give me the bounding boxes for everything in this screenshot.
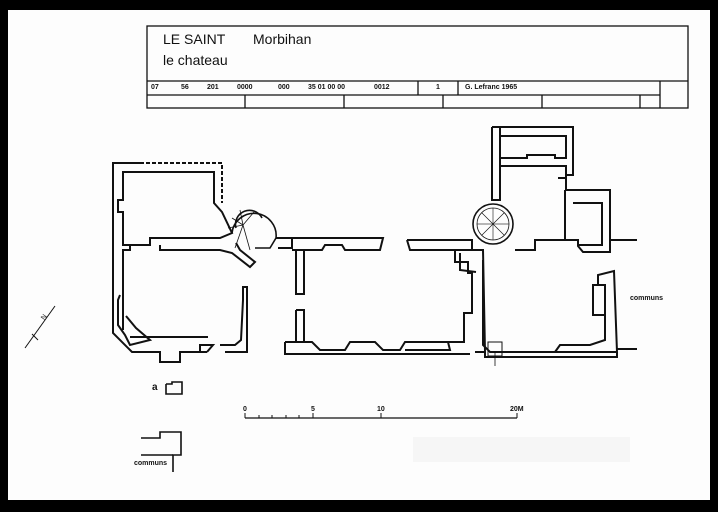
code-field: 201 [207, 84, 219, 91]
west-spiral-stair [227, 209, 277, 251]
north-arrow [24, 305, 56, 349]
scale-tick-label: 5 [311, 406, 315, 413]
annex-letter: a [152, 382, 158, 393]
author-date: G. Lefranc 1965 [465, 84, 518, 91]
code-field: 000 [278, 84, 290, 91]
east-spiral-stair [472, 203, 514, 245]
sheet-number: 1 [436, 84, 440, 91]
scale-bar [244, 413, 518, 419]
faded-stamp [413, 437, 630, 462]
code-field: 0000 [237, 84, 253, 91]
communs-label-right: communs [630, 295, 664, 302]
code-field: 56 [181, 84, 189, 91]
central-hall-walls [276, 237, 473, 355]
east-wing-walls [459, 126, 637, 366]
code-field: 07 [151, 84, 159, 91]
department-name: Morbihan [253, 31, 312, 47]
west-wing-walls [112, 162, 257, 363]
communs-label-bottom: communs [134, 460, 168, 467]
subject-title: le chateau [163, 52, 228, 68]
code-field: 35 01 00 00 [308, 84, 345, 91]
scale-tick-label: 10 [377, 406, 385, 413]
commune-name: LE SAINT [163, 31, 226, 47]
code-field: 0012 [374, 84, 390, 91]
annex-a-outline [165, 381, 183, 395]
scale-tick-label: 0 [243, 406, 247, 413]
communs-bottom-outline [141, 431, 182, 472]
title-block-frame [146, 25, 689, 109]
scale-tick-label: 20M [510, 406, 524, 413]
